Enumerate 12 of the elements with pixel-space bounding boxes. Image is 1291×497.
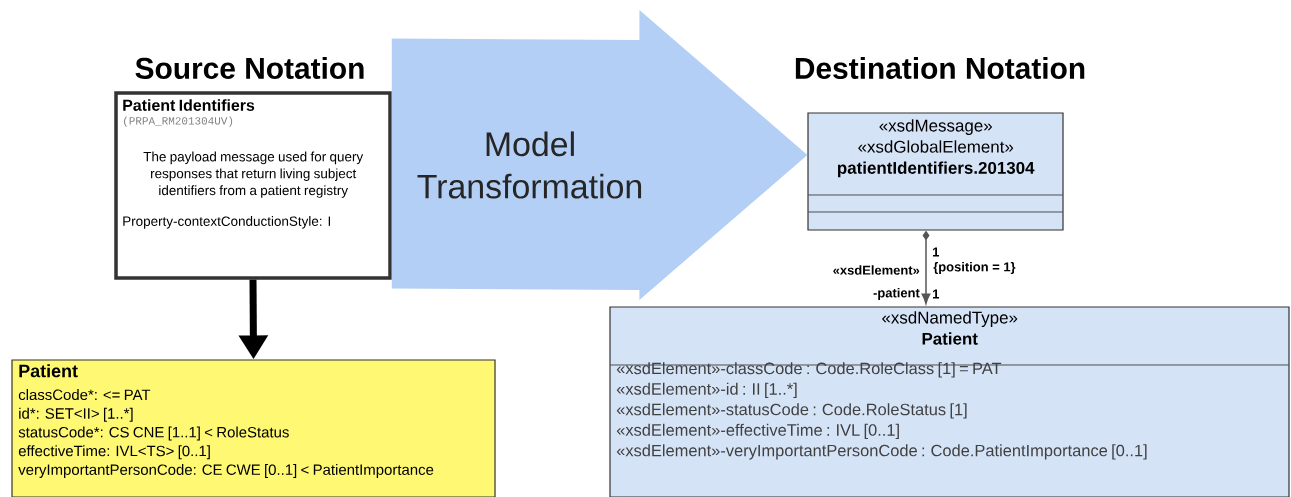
edge-label: Model Transformation — [417, 131, 642, 199]
role-label: -patient — [873, 287, 920, 301]
multiplicity-label: 1 — [933, 247, 940, 257]
class-box: Patient Identifiers (PRPA_RM201304UV) The payload message used for query responses that return living subject identifiers from a patient registry Property-contextConductionStyle: I — [114, 91, 392, 280]
stereotype-label: «xsdElement» — [833, 265, 920, 275]
class-box: Patient classCode*: <= PAT id*: SET<II> [1..*] statusCode*: CS CNE [1..1] < RoleStatus effectiveTime: IVL<TS> [0..1] veryImportantPersonCode: CE CWE [0..1] < PatientImportance — [11, 359, 496, 497]
block-arrow — [391, 9, 808, 300]
class-box: «xsdNamedType» Patient «xsdElement»-classCode : Code.RoleClass [1] = PAT «xsdElement»-id : II [1..*] «xsdElement»-statusCode : Code.RoleStatus [1] «xsdElement»-effectiveTime : IVL [0..1] «xsdElement»-veryImportantPersonCode : Code.PatientImportance [0..1] — [609, 306, 1290, 497]
class-box: «xsdMessage» «xsdGlobalElement» patientIdentifiers.201304 — [807, 112, 1064, 231]
constraint-label: {position = 1} — [933, 261, 1016, 275]
multiplicity-label: 1 — [933, 289, 940, 299]
heading: Destination Notation — [795, 57, 1085, 79]
